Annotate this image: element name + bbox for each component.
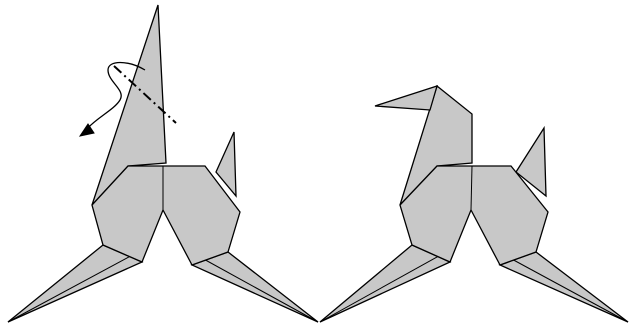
head-point [375, 86, 437, 110]
origami-figure-before-fold [8, 5, 318, 322]
left-leg-crease [8, 252, 138, 322]
body [92, 166, 240, 265]
origami-figure-after-fold [320, 86, 628, 322]
left-leg-crease [320, 252, 446, 322]
fold-arrow-head-icon [80, 124, 94, 136]
body [400, 166, 548, 265]
left-leg [320, 245, 450, 322]
left-leg [8, 245, 142, 322]
right-leg-crease [200, 257, 318, 322]
right-leg-crease [508, 257, 628, 322]
